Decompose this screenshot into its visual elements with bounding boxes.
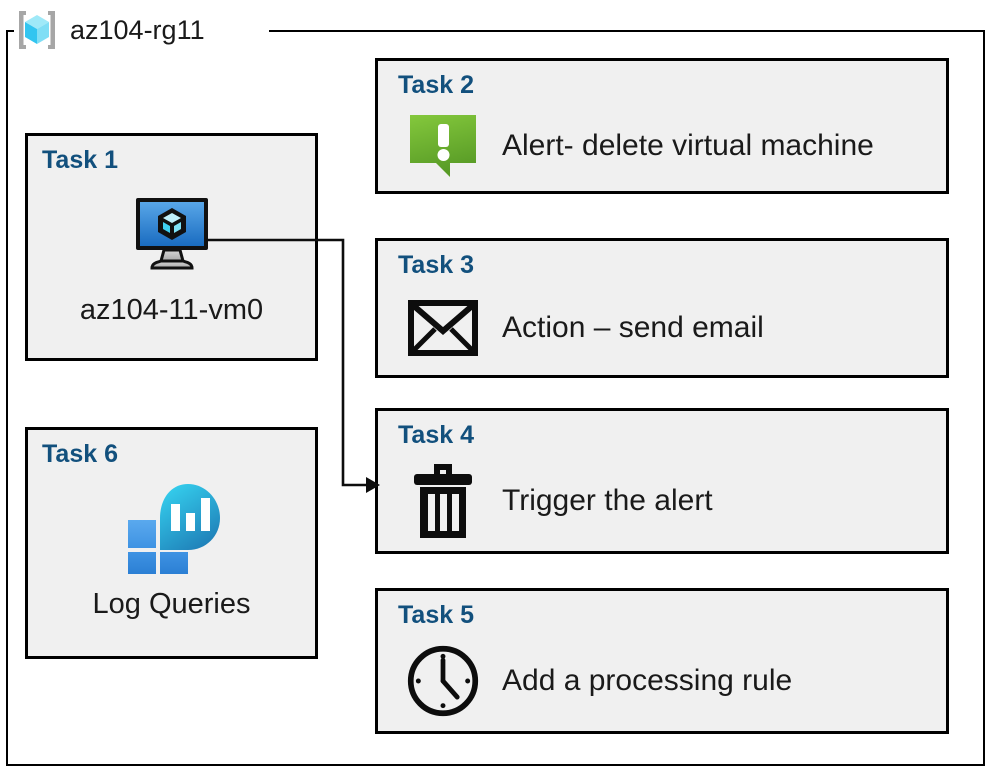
- task-card-caption: Add a processing rule: [502, 664, 793, 697]
- task-card-task4[interactable]: Task 4 Trigger the alert: [375, 408, 949, 554]
- trash-delete-icon: [406, 461, 480, 541]
- task-card-task2[interactable]: Task 2 Alert- delete virtual machine: [375, 58, 949, 194]
- alert-exclamation-bubble-icon: [406, 111, 480, 181]
- task-card-body: az104-11-vm0: [28, 186, 315, 350]
- task-card-body: Add a processing rule: [406, 637, 936, 725]
- task-card-caption: Trigger the alert: [502, 484, 713, 517]
- task-card-title: Task 2: [398, 71, 474, 99]
- task-card-caption: Log Queries: [92, 588, 251, 620]
- task-card-title: Task 1: [42, 146, 118, 174]
- resource-group-label-mask: [14, 20, 269, 42]
- resource-group-name: az104-rg11: [70, 14, 205, 45]
- task-card-caption: Action – send email: [502, 311, 764, 344]
- task-card-body: Trigger the alert: [406, 457, 936, 545]
- task-card-body: Action – send email: [406, 287, 936, 369]
- task-card-task5[interactable]: Task 5 Add a processing rule: [375, 588, 949, 734]
- virtual-machine-icon: [126, 186, 218, 282]
- task-card-title: Task 4: [398, 421, 474, 449]
- task-card-body: Alert- delete virtual machine: [406, 107, 936, 185]
- resource-group-header: az104-rg11: [14, 6, 205, 54]
- resource-group-cube-icon: [14, 7, 60, 53]
- task-card-task1[interactable]: Task 1: [25, 133, 318, 361]
- resource-group-boundary: [6, 30, 985, 766]
- clock-icon: [406, 642, 480, 720]
- envelope-icon: [406, 300, 480, 356]
- task-card-task6[interactable]: Task 6: [25, 427, 318, 659]
- log-analytics-icon: [120, 480, 224, 576]
- task-card-title: Task 3: [398, 251, 474, 279]
- task-card-title: Task 6: [42, 440, 118, 468]
- task-card-caption: az104-11-vm0: [79, 294, 264, 326]
- task-card-body: Log Queries: [28, 480, 315, 648]
- task-card-title: Task 5: [398, 601, 474, 629]
- task-card-task3[interactable]: Task 3 Action – send email: [375, 238, 949, 378]
- task-card-caption: Alert- delete virtual machine: [502, 129, 874, 162]
